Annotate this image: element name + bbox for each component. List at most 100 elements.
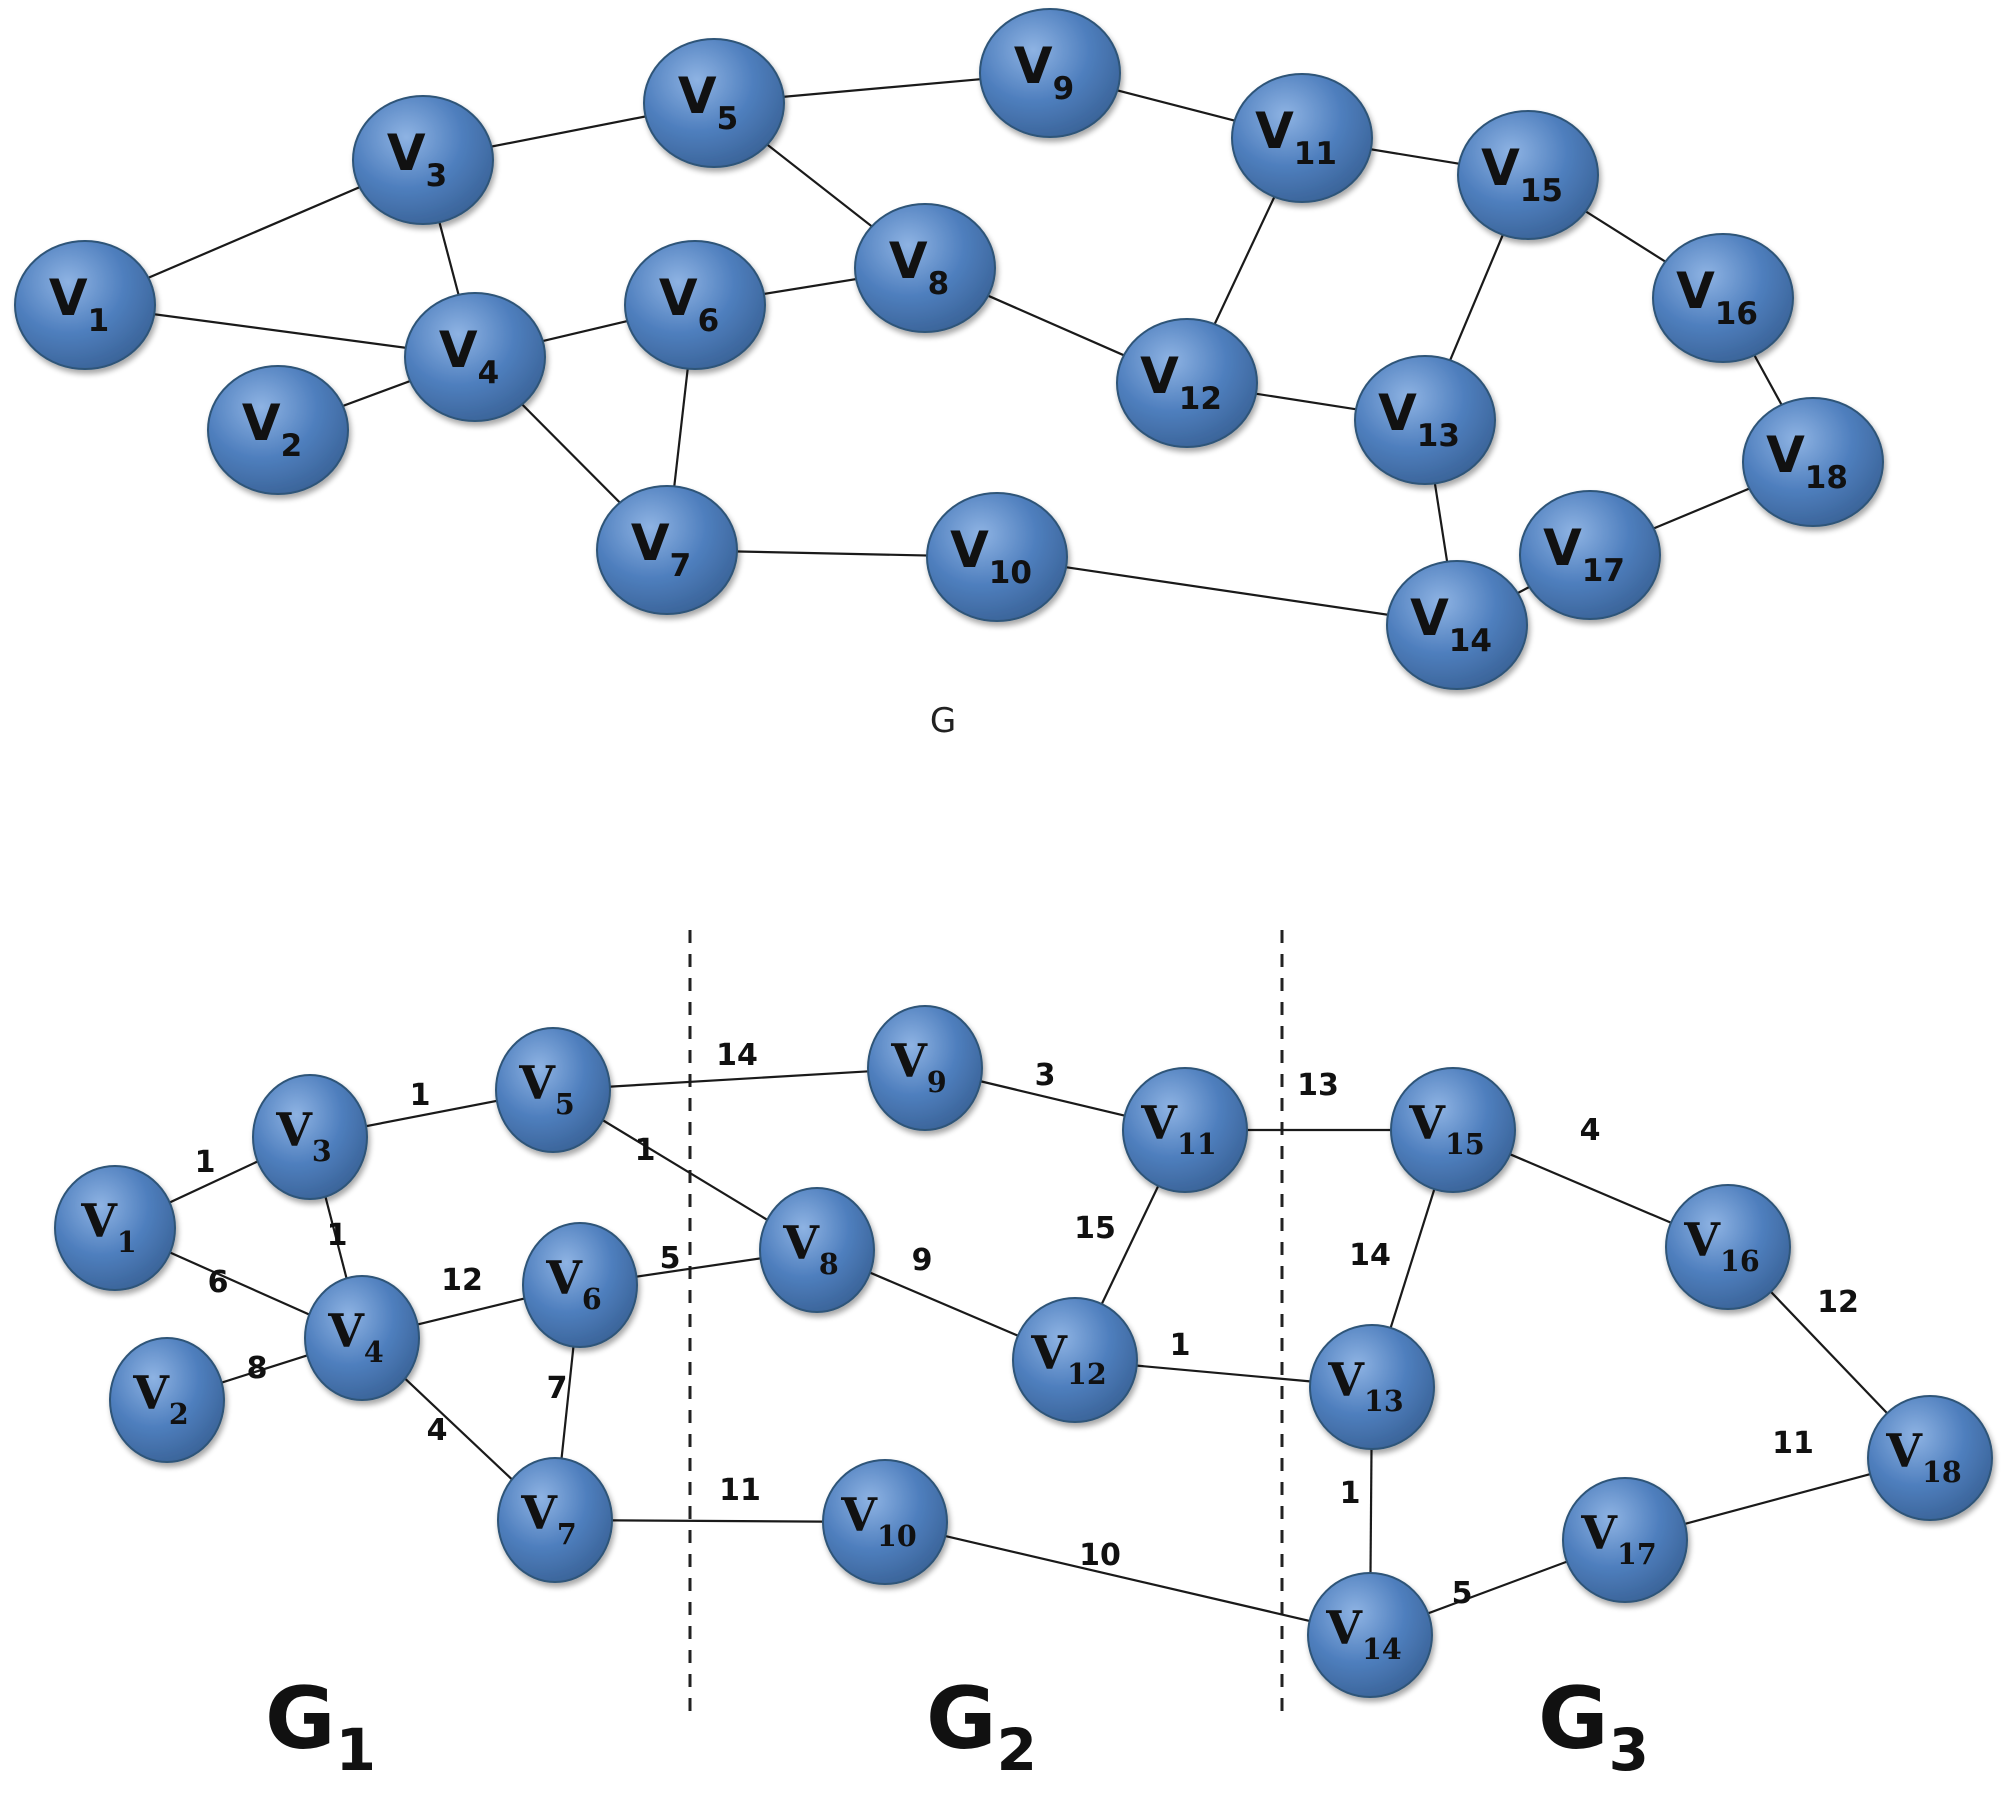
bottom-node-v18: V18: [1867, 1395, 1993, 1521]
edge-weight-v14-v17: 5: [1452, 1576, 1473, 1611]
bottom-node-label-v3: V3: [275, 1103, 332, 1168]
bottom-node-label-v8: V8: [782, 1216, 839, 1281]
top-node-label-v17: V17: [1543, 519, 1625, 589]
bottom-edge-v10-v14: [884, 1520, 1371, 1637]
top-node-label-v13: V13: [1378, 384, 1460, 454]
top-node-v9: V9: [979, 8, 1121, 138]
bottom-node-circle-v17: [1562, 1477, 1688, 1603]
top-node-circle-v16: [1652, 233, 1794, 363]
top-node-label-v9: V9: [1014, 37, 1074, 107]
edge-weight-v15-v16: 4: [1580, 1113, 1601, 1148]
top-node-v12: V12: [1116, 318, 1258, 448]
bottom-node-label-v11: V11: [1140, 1096, 1216, 1161]
bottom-node-v9: V9: [867, 1005, 983, 1131]
bottom-node-label-v6: V6: [545, 1251, 602, 1316]
top-node-v5: V5: [643, 38, 785, 168]
partition-group-labels: G1 G2 G3: [265, 1669, 1649, 1784]
top-node-circle-v4: [404, 292, 546, 422]
edge-weight-v16-v18: 12: [1817, 1285, 1859, 1320]
top-node-label-v18: V18: [1766, 426, 1848, 496]
bottom-node-label-v1: V1: [80, 1194, 137, 1259]
bottom-node-circle-v1: [54, 1165, 176, 1291]
top-node-v7: V7: [596, 485, 738, 615]
top-node-circle-v1: [14, 240, 156, 370]
edge-weight-v4-v7: 4: [427, 1413, 448, 1448]
bottom-node-v8: V8: [759, 1187, 875, 1313]
bottom-node-circle-v11: [1122, 1067, 1248, 1193]
edge-weight-v6-v7: 7: [547, 1371, 568, 1406]
top-node-label-v2: V2: [242, 394, 302, 464]
top-node-label-v3: V3: [387, 124, 447, 194]
top-node-circle-v5: [643, 38, 785, 168]
top-node-label-v1: V1: [49, 269, 109, 339]
top-node-circle-v15: [1457, 110, 1599, 240]
top-node-label-v5: V5: [678, 67, 738, 137]
bottom-node-v2: V2: [109, 1337, 225, 1463]
edge-weight-v8-v12: 9: [912, 1243, 933, 1278]
edge-weight-v11-v12: 15: [1074, 1211, 1116, 1246]
bottom-node-circle-v2: [109, 1337, 225, 1463]
bottom-node-label-v4: V4: [327, 1304, 384, 1369]
bottom-node-v14: V14: [1307, 1572, 1433, 1698]
edge-weight-v5-v9: 14: [716, 1038, 758, 1073]
group-label-g3: G3: [1538, 1669, 1649, 1784]
top-node-v18: V18: [1742, 397, 1884, 527]
bottom-node-v16: V16: [1665, 1184, 1791, 1310]
bottom-node-circle-v10: [822, 1459, 948, 1585]
edge-weight-v10-v14: 10: [1079, 1538, 1121, 1573]
bottom-node-label-v10: V10: [840, 1488, 916, 1553]
bottom-node-v15: V15: [1390, 1067, 1516, 1193]
top-node-circle-v9: [979, 8, 1121, 138]
top-node-label-v7: V7: [631, 514, 691, 584]
edge-weight-v3-v5: 1: [410, 1078, 431, 1113]
top-node-label-v6: V6: [659, 269, 719, 339]
top-node-v17: V17: [1519, 490, 1661, 620]
top-node-circle-v11: [1231, 73, 1373, 203]
top-node-label-v8: V8: [889, 232, 949, 302]
bottom-node-label-v9: V9: [890, 1034, 947, 1099]
bottom-node-circle-v7: [497, 1457, 613, 1583]
edge-weight-v1-v3: 1: [195, 1145, 216, 1180]
bottom-node-circle-v5: [495, 1027, 611, 1153]
bottom-node-v11: V11: [1122, 1067, 1248, 1193]
top-node-label-v4: V4: [439, 321, 499, 391]
top-node-circle-v7: [596, 485, 738, 615]
bottom-node-v10: V10: [822, 1459, 948, 1585]
edge-weight-v11-v15: 13: [1297, 1068, 1339, 1103]
bottom-node-label-v7: V7: [520, 1486, 577, 1551]
edge-weight-v12-v13: 1: [1170, 1328, 1191, 1363]
top-node-v13: V13: [1354, 355, 1496, 485]
top-node-label-v11: V11: [1255, 102, 1337, 172]
edge-weight-v3-v4: 1: [327, 1218, 348, 1253]
top-node-v11: V11: [1231, 73, 1373, 203]
bottom-node-v12: V12: [1012, 1297, 1138, 1423]
top-node-v8: V8: [854, 203, 996, 333]
bottom-node-circle-v9: [867, 1005, 983, 1131]
bottom-node-circle-v15: [1390, 1067, 1516, 1193]
top-node-v4: V4: [404, 292, 546, 422]
bottom-node-circle-v13: [1309, 1324, 1435, 1450]
edge-weight-v1-v4: 6: [208, 1265, 229, 1300]
bottom-node-v1: V1: [54, 1165, 176, 1291]
bottom-node-v4: V4: [304, 1275, 420, 1401]
bottom-node-v5: V5: [495, 1027, 611, 1153]
bottom-node-circle-v18: [1867, 1395, 1993, 1521]
bottom-node-circle-v16: [1665, 1184, 1791, 1310]
top-node-label-v14: V14: [1410, 589, 1492, 659]
bottom-node-v7: V7: [497, 1457, 613, 1583]
top-node-v14: V14: [1386, 560, 1528, 690]
top-node-circle-v8: [854, 203, 996, 333]
edge-weight-v13-v14: 1: [1340, 1476, 1361, 1511]
bottom-node-label-v18: V18: [1885, 1424, 1961, 1489]
top-node-v16: V16: [1652, 233, 1794, 363]
top-node-circle-v12: [1116, 318, 1258, 448]
top-node-v15: V15: [1457, 110, 1599, 240]
bottom-node-label-v17: V17: [1580, 1506, 1656, 1571]
edge-weight-v17-v18: 11: [1772, 1426, 1814, 1461]
top-node-circle-v14: [1386, 560, 1528, 690]
